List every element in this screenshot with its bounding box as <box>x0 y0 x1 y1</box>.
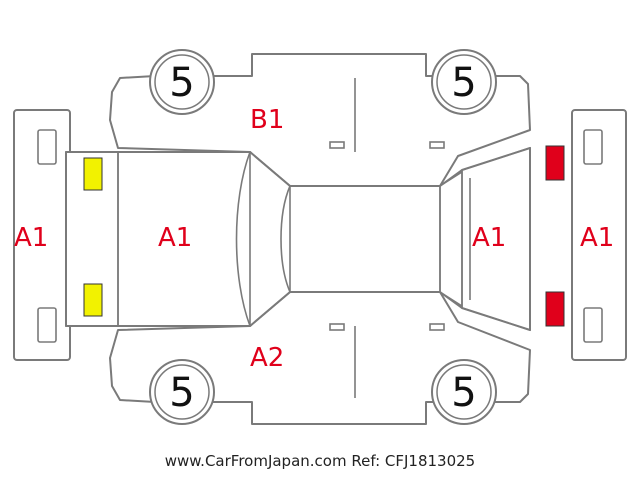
code-trunk-lid: A1 <box>472 223 506 253</box>
wheel-front-left-rating: 5 <box>169 60 194 106</box>
rear-light-bottom <box>545 291 565 327</box>
rear-light-top <box>545 145 565 181</box>
wheel-front-right-rating: 5 <box>169 370 194 416</box>
wheel-rear-right: 5 <box>431 359 497 425</box>
code-rocker-panel: A2 <box>250 343 284 373</box>
code-front-bumper: A1 <box>14 223 48 253</box>
rear-bumper <box>571 109 627 361</box>
front-light-top <box>83 157 103 191</box>
watermark-text: www.CarFromJapan.com Ref: CFJ1813025 <box>165 452 475 470</box>
wheel-front-left: 5 <box>149 49 215 115</box>
code-roof-pillar: B1 <box>250 105 284 135</box>
code-hood: A1 <box>158 223 192 253</box>
wheel-front-right: 5 <box>149 359 215 425</box>
wheel-rear-right-rating: 5 <box>451 370 476 416</box>
front-light-bottom <box>83 283 103 317</box>
car-body <box>65 146 531 332</box>
code-rear-bumper: A1 <box>580 223 614 253</box>
wheel-rear-left: 5 <box>431 49 497 115</box>
wheel-rear-left-rating: 5 <box>451 60 476 106</box>
